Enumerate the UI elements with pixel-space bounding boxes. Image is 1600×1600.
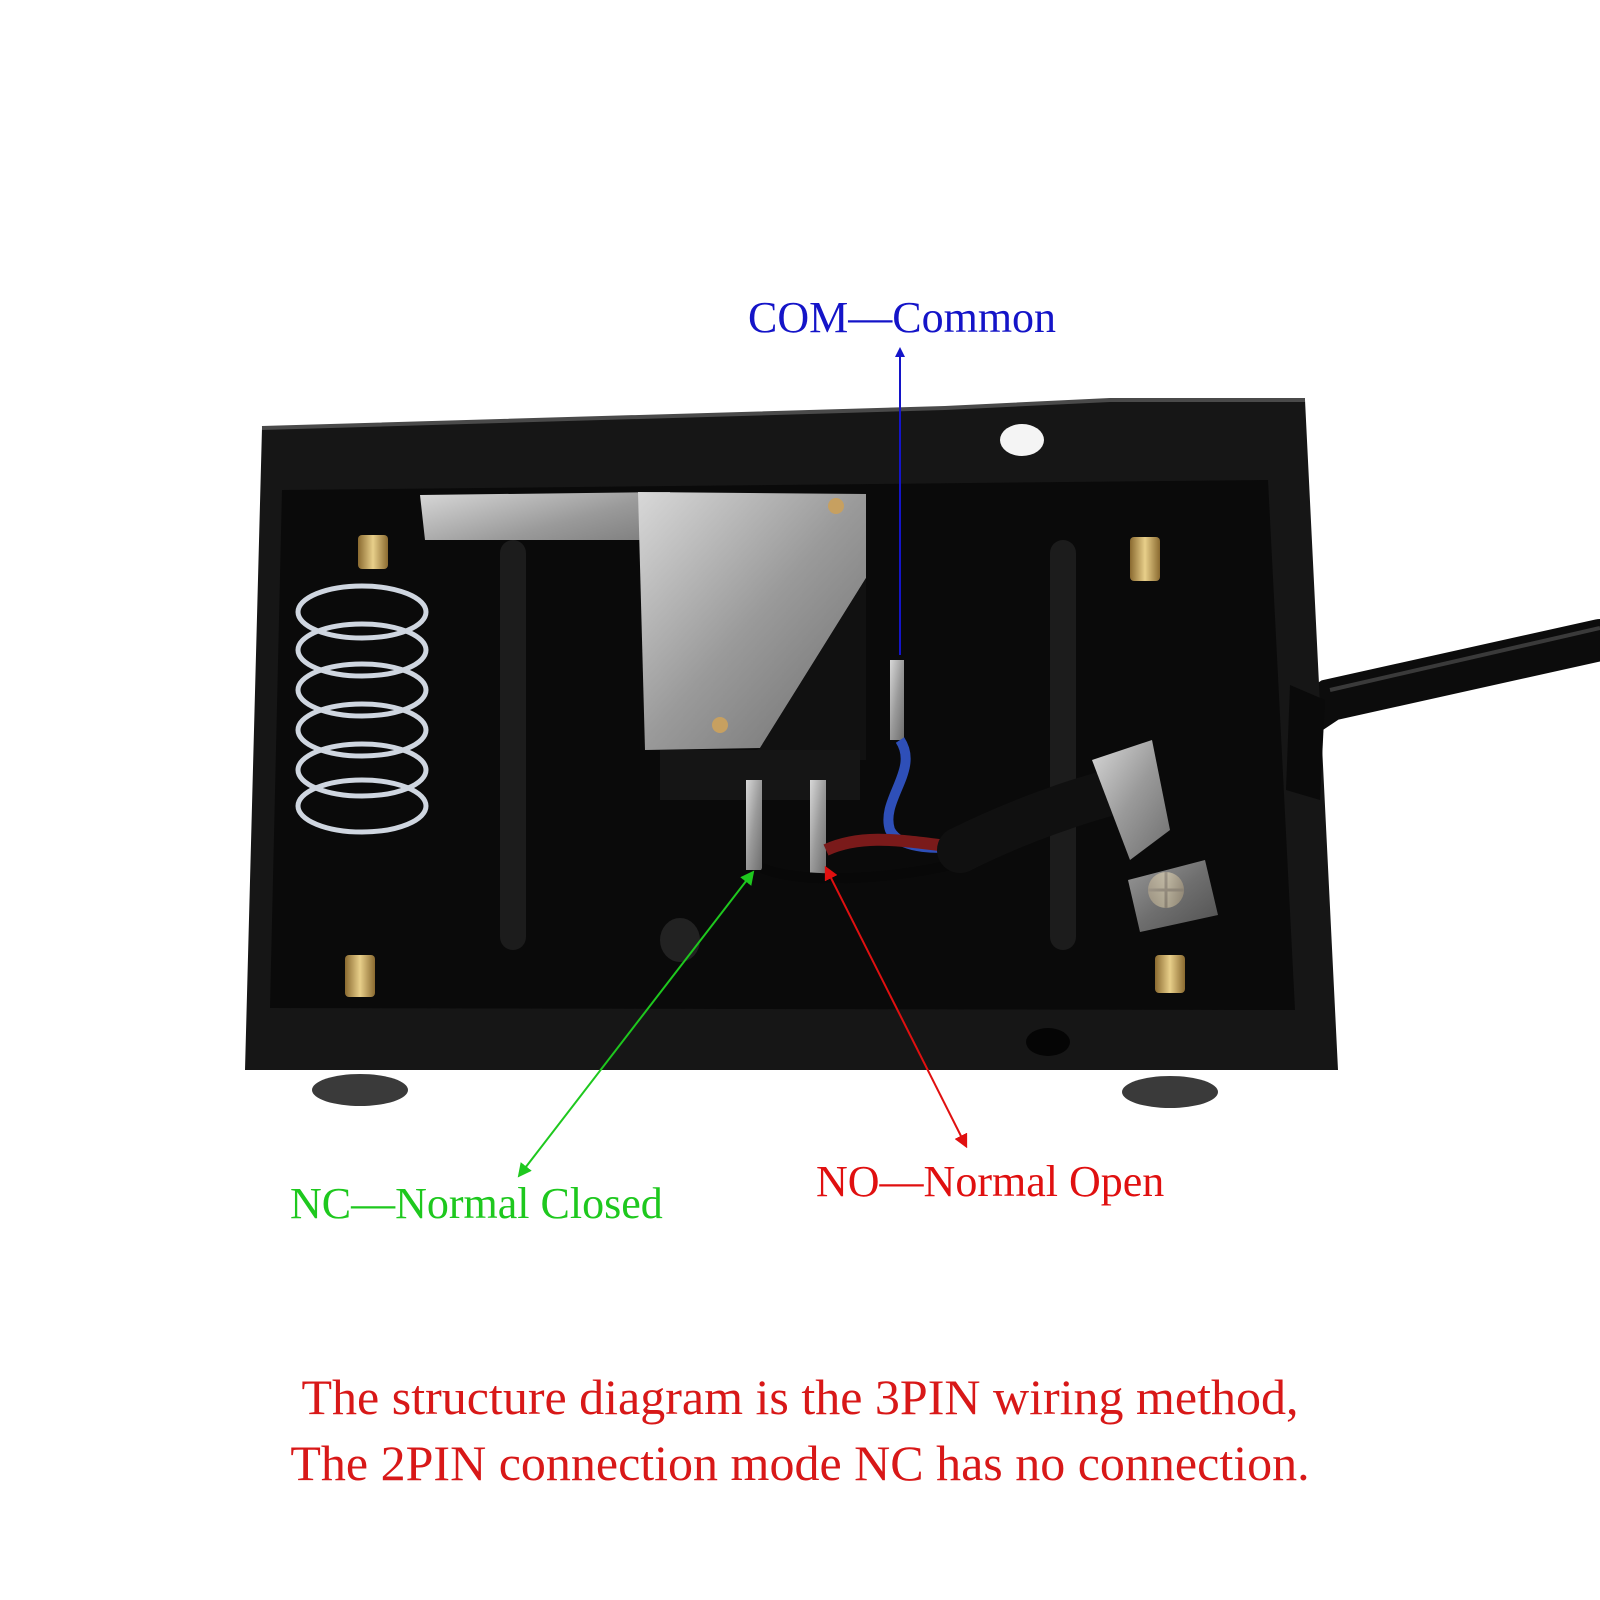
com-label: COM—Common [748, 293, 1057, 342]
brass-standoffs [345, 535, 1185, 997]
lever-arm [420, 492, 670, 562]
spring [295, 583, 429, 835]
no-terminal [810, 780, 826, 876]
cable-sheath [937, 767, 1143, 873]
grommet [1286, 685, 1325, 800]
cable-clamp [1092, 740, 1218, 932]
caption-line-2: The 2PIN connection mode NC has no conne… [290, 1435, 1310, 1491]
no-arrow [824, 865, 968, 1149]
caption-line-1: The structure diagram is the 3PIN wiring… [301, 1369, 1299, 1425]
com-terminal [890, 660, 904, 740]
mounting-hole-bottom [1026, 1028, 1070, 1056]
rubber-foot-left [312, 1074, 408, 1106]
mounting-hole-top [1000, 424, 1044, 456]
microswitch-plate [638, 492, 866, 750]
power-cable [1279, 619, 1600, 741]
rubber-foot-right [1122, 1076, 1218, 1108]
nc-terminal [746, 780, 762, 870]
no-label: NO—Normal Open [816, 1157, 1165, 1206]
nc-arrow [517, 870, 755, 1178]
microswitch-body [730, 578, 866, 764]
nc-label: NC—Normal Closed [290, 1179, 663, 1228]
